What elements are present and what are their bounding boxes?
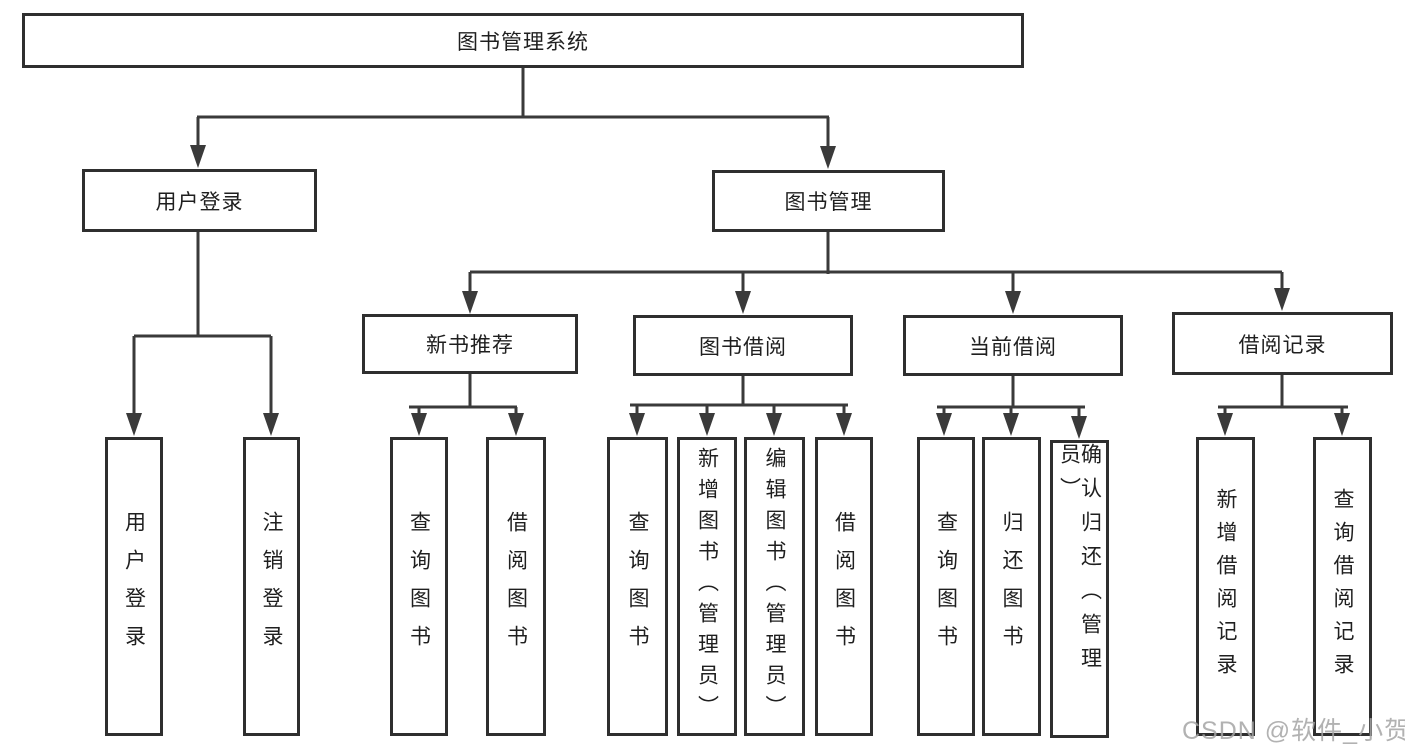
node-leaf-user-login-label: 用户登录 xyxy=(122,510,146,663)
node-book-management-label: 图书管理 xyxy=(784,191,873,214)
node-leaf-cb-return-book-label: 归还图书 xyxy=(1000,510,1023,663)
node-leaf-bb-edit-book-admin-label: 编辑图书（管理员） xyxy=(763,447,786,726)
node-leaf-bb-borrow-book: 借阅图书 xyxy=(815,437,873,736)
node-borrow-records: 借阅记录 xyxy=(1172,312,1393,375)
node-root-label: 图书管理系统 xyxy=(457,30,589,54)
node-book-management: 图书管理 xyxy=(712,170,945,232)
node-leaf-br-query-record-label: 查询借阅记录 xyxy=(1331,487,1354,686)
node-borrow-records-label: 借阅记录 xyxy=(1238,333,1327,357)
node-leaf-cb-confirm-return-admin-label: 确认归还（管理员） xyxy=(1057,443,1102,681)
node-leaf-nbr-borrow-book: 借阅图书 xyxy=(486,437,546,736)
node-book-borrow: 图书借阅 xyxy=(633,315,853,376)
arrowheads xyxy=(126,145,1350,439)
node-leaf-cb-query-book: 查询图书 xyxy=(917,437,975,736)
node-leaf-bb-add-book-admin-label: 新增图书（管理员） xyxy=(695,447,719,726)
watermark: CSDN @软件_小贺同学 xyxy=(1182,717,1405,745)
node-root: 图书管理系统 xyxy=(22,13,1024,68)
node-leaf-bb-borrow-book-label: 借阅图书 xyxy=(832,510,856,663)
node-current-borrow: 当前借阅 xyxy=(903,315,1123,376)
node-leaf-cb-query-book-label: 查询图书 xyxy=(934,510,958,663)
node-user-login-label: 用户登录 xyxy=(155,190,244,214)
node-user-login: 用户登录 xyxy=(82,169,317,232)
node-leaf-bb-query-book: 查询图书 xyxy=(607,437,668,736)
node-leaf-nbr-query-book: 查询图书 xyxy=(390,437,448,736)
node-leaf-br-add-record-label: 新增借阅记录 xyxy=(1214,487,1237,686)
node-leaf-user-login: 用户登录 xyxy=(105,437,163,736)
node-leaf-nbr-query-book-label: 查询图书 xyxy=(407,510,431,663)
node-leaf-cb-confirm-return-admin: 确认归还（管理员） xyxy=(1050,440,1109,738)
node-new-book-recommend: 新书推荐 xyxy=(362,314,578,374)
node-leaf-logout: 注销登录 xyxy=(243,437,300,736)
node-book-borrow-label: 图书借阅 xyxy=(699,335,787,359)
node-leaf-br-add-record: 新增借阅记录 xyxy=(1196,437,1255,736)
node-leaf-bb-add-book-admin: 新增图书（管理员） xyxy=(677,437,737,736)
node-leaf-bb-query-book-label: 查询图书 xyxy=(626,510,649,663)
node-leaf-nbr-borrow-book-label: 借阅图书 xyxy=(504,510,528,663)
connector-paths xyxy=(132,68,1348,421)
node-leaf-cb-return-book: 归还图书 xyxy=(982,437,1041,736)
node-leaf-bb-edit-book-admin: 编辑图书（管理员） xyxy=(744,437,805,736)
node-leaf-br-query-record: 查询借阅记录 xyxy=(1313,437,1372,736)
node-current-borrow-label: 当前借阅 xyxy=(969,335,1057,359)
node-leaf-logout-label: 注销登录 xyxy=(260,510,283,663)
node-new-book-recommend-label: 新书推荐 xyxy=(426,334,514,357)
